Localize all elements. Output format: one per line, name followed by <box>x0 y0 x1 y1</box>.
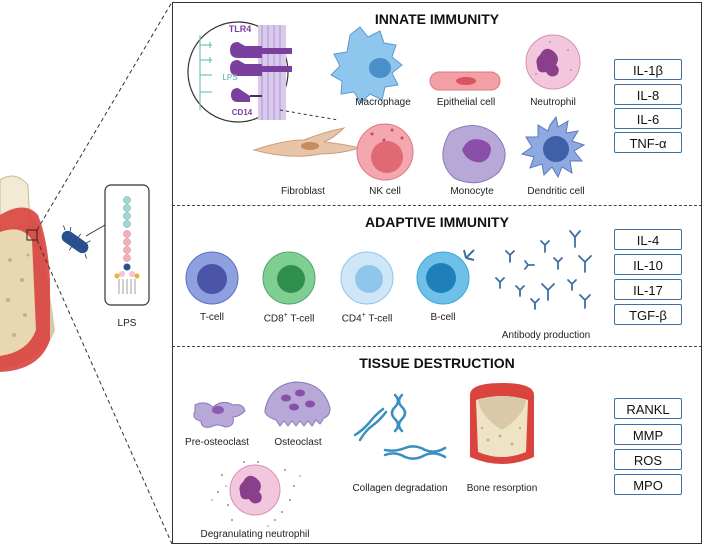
tooth-gum-illustration <box>0 1 173 545</box>
cytokine-box-il8: IL-8 <box>614 84 682 105</box>
macrophage-icon <box>330 26 403 104</box>
collagen-degradation-label: Collagen degradation <box>352 483 448 494</box>
cd8-sup: + <box>283 312 288 319</box>
bacterium-icon <box>61 225 91 259</box>
pre-osteoclast-icon <box>193 401 246 428</box>
degranulating-neutrophil-label: Degranulating neutrophil <box>200 529 310 540</box>
monocyte-icon <box>442 125 506 184</box>
cytokine-box-il1b: IL-1β <box>614 59 682 80</box>
marker-box-mmp: MMP <box>614 424 682 445</box>
epithelial-cell-label: Epithelial cell <box>436 97 496 108</box>
nk-cell-label: NK cell <box>369 186 401 197</box>
neutrophil-label: Neutrophil <box>530 97 576 108</box>
marker-box-rankl: RANKL <box>614 398 682 419</box>
tlr4-inset <box>187 21 339 123</box>
innate-immunity-panel: INNATE IMMUNITY <box>172 2 702 206</box>
antibody-production-label: Antibody production <box>501 330 591 341</box>
lps-molecule-icon <box>114 196 140 294</box>
cd4-sup: + <box>361 312 366 319</box>
t-cell-icon <box>185 251 239 305</box>
cytokine-box-tnfa: TNF-α <box>614 132 682 153</box>
cytokine-box-il6: IL-6 <box>614 108 682 129</box>
fibroblast-icon <box>252 127 362 157</box>
bone-resorption-icon <box>470 383 534 464</box>
lps-label: LPS <box>117 318 137 329</box>
cd4-t-cell-label: CD4+ T-cell <box>342 312 393 324</box>
dendritic-cell-icon <box>520 115 586 179</box>
fibroblast-label: Fibroblast <box>281 186 325 197</box>
cytokine-box-tgfb: TGF-β <box>614 304 682 325</box>
t-cell-label: T-cell <box>200 312 224 323</box>
adaptive-immunity-title: ADAPTIVE IMMUNITY <box>365 214 509 230</box>
nk-cell-icon <box>356 123 414 181</box>
cd8-t-cell-label: CD8+ T-cell <box>264 312 315 324</box>
cd8-tsuffix: T-cell <box>287 313 315 325</box>
pre-osteoclast-label: Pre-osteoclast <box>185 437 249 448</box>
epithelial-cell-icon <box>429 71 501 91</box>
dendritic-cell-label: Dendritic cell <box>527 186 585 197</box>
zoom-region-marker <box>26 229 38 241</box>
antibody-icons <box>495 230 592 310</box>
adaptive-immunity-panel: ADAPTIVE IMMUNITY <box>172 205 702 347</box>
cd4-tsuffix: T-cell <box>365 313 393 325</box>
cytokine-box-il10: IL-10 <box>614 254 682 275</box>
monocyte-label: Monocyte <box>450 186 494 197</box>
cd8-text: CD8 <box>263 313 284 325</box>
marker-box-mpo: MPO <box>614 474 682 495</box>
bone-resorption-label: Bone resorption <box>466 483 538 494</box>
innate-immunity-title: INNATE IMMUNITY <box>374 11 500 27</box>
inset-cd14-label: CD14 <box>231 108 253 117</box>
collagen-fibers-icon <box>353 393 447 460</box>
cd8-t-cell-icon <box>262 251 316 305</box>
b-cell-icon <box>416 249 475 305</box>
osteoclast-label: Osteoclast <box>274 437 322 448</box>
macrophage-label: Macrophage <box>355 97 411 108</box>
tissue-destruction-title: TISSUE DESTRUCTION <box>359 355 515 371</box>
inset-lps-label: LPS <box>222 73 238 82</box>
neutrophil-icon <box>525 34 581 90</box>
degranulating-neutrophil-icon <box>211 461 301 527</box>
cytokine-box-il4: IL-4 <box>614 229 682 250</box>
b-cell-label: B-cell <box>430 312 456 323</box>
osteoclast-icon <box>264 381 331 427</box>
cd4-t-cell-icon <box>340 251 394 305</box>
tissue-destruction-panel: TISSUE DESTRUCTION <box>172 346 702 544</box>
cd4-text: CD4 <box>341 313 362 325</box>
cytokine-box-il17: IL-17 <box>614 279 682 300</box>
marker-box-ros: ROS <box>614 449 682 470</box>
inset-tlr4-label: TLR4 <box>228 24 252 34</box>
